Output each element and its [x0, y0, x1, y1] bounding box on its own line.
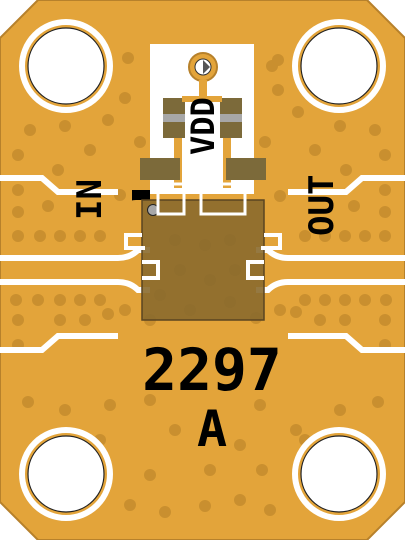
via	[314, 314, 326, 326]
via	[204, 464, 216, 476]
via	[134, 136, 146, 148]
mounting-hole-bottom-right	[292, 427, 386, 521]
via	[79, 314, 91, 326]
via	[54, 314, 66, 326]
mounting-hole-top-left	[19, 19, 113, 113]
via	[379, 184, 391, 196]
via	[84, 144, 96, 156]
via	[274, 190, 286, 202]
via	[24, 124, 36, 136]
via	[259, 136, 271, 148]
via	[256, 464, 268, 476]
via	[122, 52, 134, 64]
via	[359, 294, 371, 306]
via	[59, 404, 71, 416]
via	[12, 314, 24, 326]
via	[52, 164, 64, 176]
bias-capacitor-left	[163, 98, 185, 138]
via	[319, 230, 331, 242]
via	[379, 149, 391, 161]
via	[309, 144, 321, 156]
rf-input-trace	[0, 175, 150, 353]
via	[144, 469, 156, 481]
via	[144, 394, 156, 406]
decoupling-pad-right	[226, 158, 266, 180]
vdd-label: VDD	[184, 97, 222, 155]
vdd-test-point-icon	[188, 52, 218, 98]
via	[272, 84, 284, 96]
via	[369, 124, 381, 136]
via	[32, 294, 44, 306]
via	[12, 149, 24, 161]
via	[339, 314, 351, 326]
via	[124, 499, 136, 511]
via	[102, 114, 114, 126]
via	[34, 230, 46, 242]
via	[12, 230, 24, 242]
via	[379, 206, 391, 218]
via	[379, 314, 391, 326]
via	[290, 306, 302, 318]
via	[159, 506, 171, 518]
via	[94, 230, 106, 242]
via	[119, 92, 131, 104]
via	[299, 230, 311, 242]
via	[10, 294, 22, 306]
via	[102, 308, 114, 320]
ic-package	[124, 182, 282, 321]
mounting-hole-top-right	[292, 19, 386, 113]
via	[348, 200, 360, 212]
part-number-label: 2297	[142, 336, 282, 404]
via	[319, 294, 331, 306]
rf-output-trace	[256, 175, 405, 353]
via	[234, 494, 246, 506]
via	[59, 120, 71, 132]
via	[292, 106, 304, 118]
via	[274, 304, 286, 316]
via	[290, 424, 302, 436]
via	[119, 304, 131, 316]
output-label: OUT	[302, 175, 342, 236]
via	[54, 230, 66, 242]
via	[380, 294, 392, 306]
via	[54, 294, 66, 306]
via	[234, 439, 246, 451]
via	[104, 399, 116, 411]
input-label: IN	[70, 179, 110, 220]
bias-capacitor-right	[220, 98, 242, 138]
via	[254, 399, 266, 411]
via	[74, 294, 86, 306]
via	[359, 230, 371, 242]
via	[272, 54, 284, 66]
via	[22, 396, 34, 408]
via	[340, 164, 352, 176]
via	[299, 294, 311, 306]
via	[339, 294, 351, 306]
via	[74, 230, 86, 242]
via	[339, 230, 351, 242]
via	[372, 396, 384, 408]
revision-label: A	[197, 400, 227, 458]
via	[169, 424, 181, 436]
via	[379, 230, 391, 242]
decoupling-pad-left	[140, 158, 180, 180]
via	[264, 504, 276, 516]
via	[12, 206, 24, 218]
via	[334, 404, 346, 416]
via	[199, 500, 211, 512]
via	[334, 120, 346, 132]
via	[94, 294, 106, 306]
via	[42, 200, 54, 212]
mounting-hole-bottom-left	[19, 427, 113, 521]
via	[12, 184, 24, 196]
